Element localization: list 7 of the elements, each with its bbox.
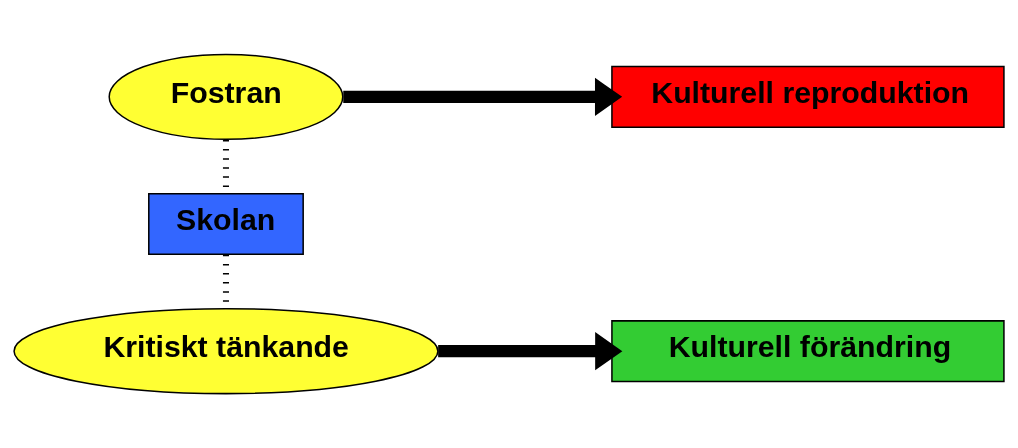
node-ellipse: Kritiskt tänkande — [13, 307, 439, 395]
arrow — [438, 332, 623, 371]
node-box: Kulturell förändring — [611, 320, 1005, 383]
node-box: Skolan — [148, 193, 304, 256]
node-box: Kulturell reproduktion — [611, 65, 1005, 128]
node-ellipse: Fostran — [108, 53, 344, 141]
arrow — [343, 77, 623, 116]
